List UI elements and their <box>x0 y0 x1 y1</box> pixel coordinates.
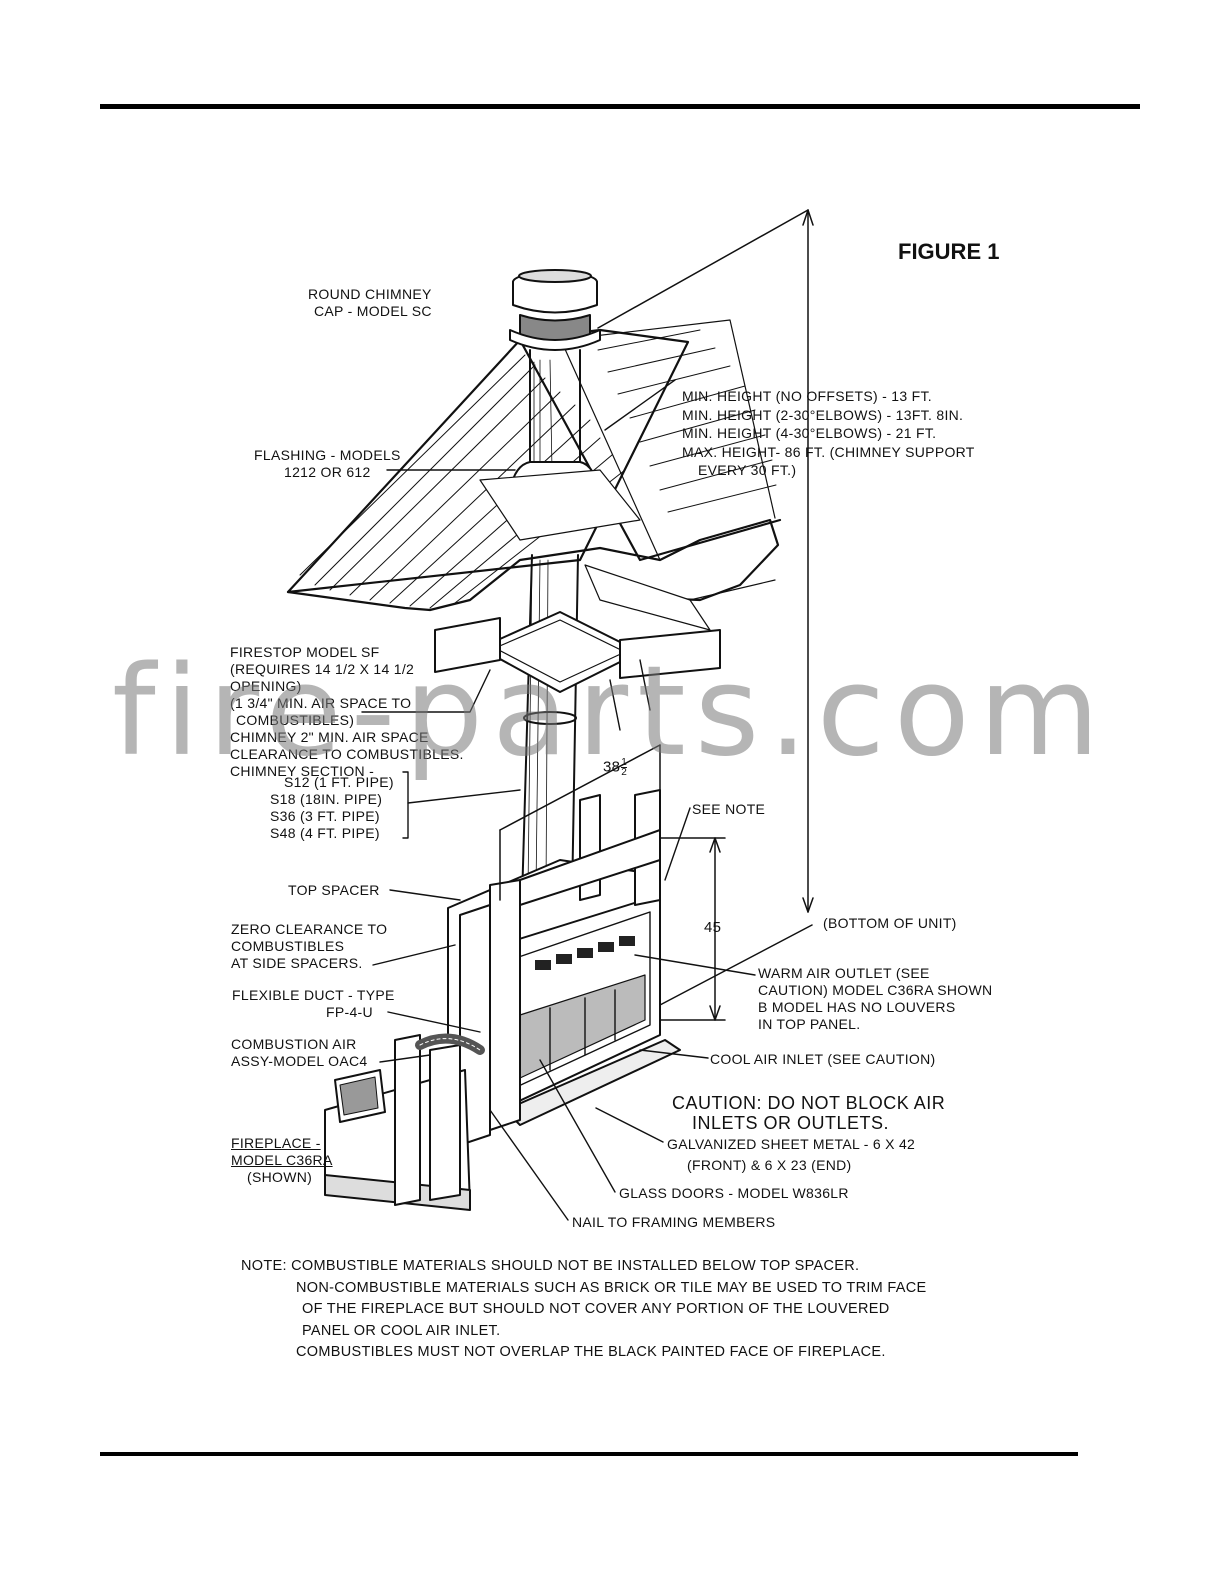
label-line: MAX. HEIGHT- 86 FT. (CHIMNEY SUPPORT <box>682 443 975 460</box>
zero-clearance-label: ZERO CLEARANCE TO COMBUSTIBLES AT SIDE S… <box>231 921 387 972</box>
label-line: S36 (3 FT. PIPE) <box>270 808 380 824</box>
warm-air-outlet-label: WARM AIR OUTLET (SEE CAUTION) MODEL C36R… <box>758 965 992 1033</box>
chimney-cap <box>509 269 601 351</box>
note-line: NON-COMBUSTIBLE MATERIALS SUCH AS BRICK … <box>296 1279 927 1296</box>
label-line: FP-4-U <box>326 1004 373 1020</box>
label-line: INLETS OR OUTLETS. <box>692 1113 890 1133</box>
label-line: CHIMNEY 2" MIN. AIR SPACE <box>230 729 429 745</box>
label-line: S12 (1 FT. PIPE) <box>284 774 394 790</box>
depth-dimension <box>659 837 726 1021</box>
flashing-label: FLASHING - MODELS 1212 OR 612 <box>254 447 401 481</box>
label-line: ASSY-MODEL OAC4 <box>231 1053 368 1069</box>
depth-dimension-label: 45 <box>704 919 722 936</box>
installation-note: NOTE: COMBUSTIBLE MATERIALS SHOULD NOT B… <box>241 1256 926 1364</box>
chimney-sections-label: S12 (1 FT. PIPE) S18 (18IN. PIPE) S36 (3… <box>270 774 394 842</box>
label-line: 1212 OR 612 <box>284 464 371 480</box>
leader-lines <box>361 379 756 1221</box>
label-line: (REQUIRES 14 1/2 X 14 1/2 <box>230 661 415 677</box>
see-note-label: SEE NOTE <box>692 801 766 817</box>
label-line: (SHOWN) <box>247 1169 313 1185</box>
label-line: FIRESTOP MODEL SF <box>230 644 380 660</box>
dimension-value: 38 <box>603 758 621 776</box>
chimney-pipe <box>521 349 581 901</box>
louvers <box>535 936 635 970</box>
note-line: OF THE FIREPLACE BUT SHOULD NOT COVER AN… <box>302 1301 890 1317</box>
firestop <box>434 564 776 731</box>
label-line: MIN. HEIGHT (NO OFFSETS) - 13 FT. <box>682 388 932 404</box>
flexible-duct <box>334 1033 485 1123</box>
label-line: GALVANIZED SHEET METAL - 6 X 42 <box>667 1136 916 1152</box>
glass-doors-label: GLASS DOORS - MODEL W836LR <box>619 1185 849 1201</box>
label-line: CLEARANCE TO COMBUSTIBLES. <box>230 746 464 762</box>
label-line: (1 3/4" MIN. AIR SPACE TO <box>230 695 412 711</box>
label-line: COMBUSTIBLES) <box>236 712 355 728</box>
note-line: PANEL OR COOL AIR INLET. <box>302 1322 501 1339</box>
flashing <box>479 461 641 541</box>
firestop-label: FIRESTOP MODEL SF (REQUIRES 14 1/2 X 14 … <box>230 644 464 780</box>
label-line: COMBUSTIBLES <box>231 938 345 954</box>
top-spacer-label: TOP SPACER <box>288 882 380 898</box>
label-line: AT SIDE SPACERS. <box>231 955 363 971</box>
watermark: fire-parts.com <box>112 640 1109 784</box>
label-line: COMBUSTION AIR <box>231 1036 357 1052</box>
label-line: CHIMNEY SECTION - <box>230 763 375 779</box>
label-line: EVERY 30 FT.) <box>698 462 797 478</box>
label-line: CAUTION) MODEL C36RA SHOWN <box>758 982 993 998</box>
width-dimension <box>499 744 661 901</box>
height-requirements-label: MIN. HEIGHT (NO OFFSETS) - 13 FT. MIN. H… <box>682 387 975 480</box>
label-line: B MODEL HAS NO LOUVERS <box>758 999 956 1015</box>
label-line: FLEXIBLE DUCT - TYPE <box>232 987 395 1003</box>
fireplace-model-label: FIREPLACE - MODEL C36RA (SHOWN) <box>231 1135 333 1186</box>
label-line: S48 (4 FT. PIPE) <box>270 825 380 841</box>
nail-label: NAIL TO FRAMING MEMBERS <box>572 1214 776 1230</box>
galvanized-sheet-label: GALVANIZED SHEET METAL - 6 X 42 (FRONT) … <box>667 1134 915 1176</box>
bottom-of-unit-label: (BOTTOM OF UNIT) <box>823 915 957 931</box>
figure-title: FIGURE 1 <box>898 239 1000 264</box>
label-line: WARM AIR OUTLET (SEE <box>758 965 930 981</box>
label-line: (FRONT) & 6 X 23 (END) <box>687 1157 852 1173</box>
bottom-rule <box>100 1452 1078 1456</box>
height-dimension <box>597 209 814 1006</box>
label-line: CAP - MODEL SC <box>314 303 432 319</box>
top-rule <box>100 104 1140 109</box>
label-line: IN TOP PANEL. <box>758 1016 861 1032</box>
label-line: MODEL C36RA <box>231 1152 333 1168</box>
label-line: OPENING) <box>230 678 302 694</box>
combustion-air-label: COMBUSTION AIR ASSY-MODEL OAC4 <box>231 1036 368 1070</box>
label-line: ZERO CLEARANCE TO <box>231 921 388 937</box>
label-line: MIN. HEIGHT (4-30°ELBOWS) - 21 FT. <box>682 425 937 441</box>
label-line: ROUND CHIMNEY <box>308 286 432 302</box>
label-line: S18 (18IN. PIPE) <box>270 791 383 807</box>
caution-label: CAUTION: DO NOT BLOCK AIR INLETS OR OUTL… <box>672 1093 945 1133</box>
label-line: CAUTION: DO NOT BLOCK AIR <box>672 1093 946 1113</box>
note-line: COMBUSTIBLES MUST NOT OVERLAP THE BLACK … <box>296 1344 886 1360</box>
fraction-numerator: 1 <box>621 757 628 768</box>
label-line: FLASHING - MODELS <box>254 447 401 463</box>
label-line: FIREPLACE - <box>231 1135 321 1151</box>
cool-air-inlet-label: COOL AIR INLET (SEE CAUTION) <box>710 1051 936 1067</box>
flexible-duct-label: FLEXIBLE DUCT - TYPE FP-4-U <box>232 987 395 1021</box>
note-line: NOTE: COMBUSTIBLE MATERIALS SHOULD NOT B… <box>241 1258 860 1274</box>
chimney-cap-label: ROUND CHIMNEY CAP - MODEL SC <box>308 286 432 320</box>
label-line: MIN. HEIGHT (2-30°ELBOWS) - 13FT. 8IN. <box>682 406 964 423</box>
fraction-denominator: 2 <box>621 767 628 778</box>
